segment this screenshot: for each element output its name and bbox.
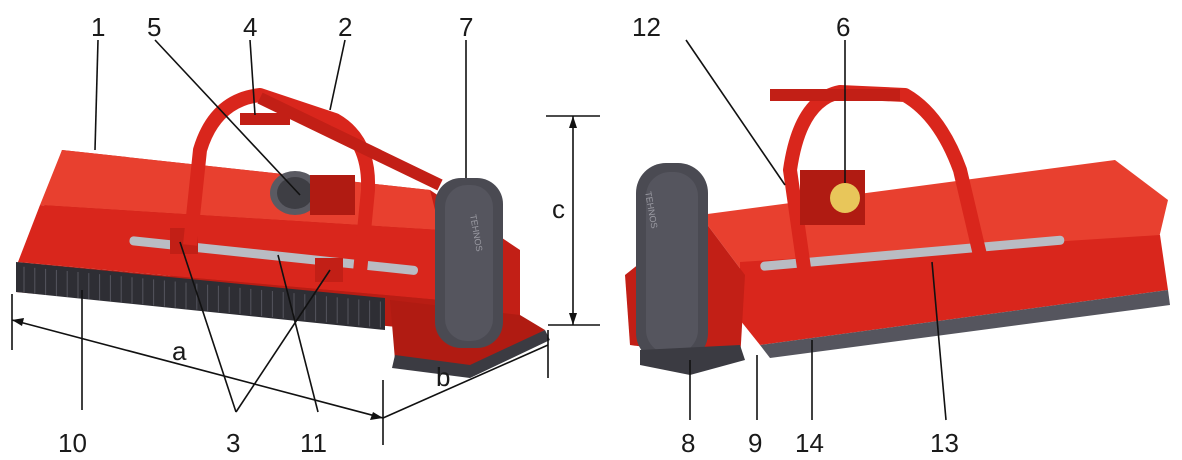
right-roller-bar: [760, 235, 1065, 271]
callout-14: 14: [795, 428, 824, 458]
dim-label-c: c: [552, 194, 565, 224]
left-a-frame: [183, 88, 376, 273]
callout-2: 2: [338, 12, 352, 42]
dimension-lines: a b c: [11, 115, 600, 445]
callout-13: 13: [930, 428, 959, 458]
callout-5: 5: [147, 12, 161, 42]
left-hitch-bracket-2: [315, 258, 343, 282]
leader-lines: [81, 39, 947, 421]
dim-label-a: a: [172, 336, 187, 366]
right-skid-plate: [640, 345, 745, 375]
left-mulcher-view: TEHNOS: [16, 88, 550, 378]
right-mulcher-view: TEHNOS: [625, 85, 1170, 375]
callout-3: 3: [226, 428, 240, 458]
left-top-link-bar: [257, 92, 443, 191]
right-rubber-flaps: [760, 290, 1170, 358]
right-gearbox-cap: [830, 183, 860, 213]
callout-8: 8: [681, 428, 695, 458]
callout-7: 7: [459, 12, 473, 42]
callout-12: 12: [632, 12, 661, 42]
callout-6: 6: [836, 12, 850, 42]
left-skid-plate: [392, 330, 550, 378]
callout-numbers: 1 5 4 2 7 12 6 10 3 11 8 9 14 13: [58, 12, 959, 458]
callout-4: 4: [243, 12, 257, 42]
left-gearbox: [310, 175, 355, 215]
callout-1: 1: [91, 12, 105, 42]
callout-10: 10: [58, 428, 87, 458]
left-roller-bar: [129, 236, 419, 275]
left-top-hitch: [240, 113, 290, 125]
callout-9: 9: [748, 428, 762, 458]
dim-label-b: b: [436, 362, 450, 392]
callout-11: 11: [300, 428, 327, 458]
